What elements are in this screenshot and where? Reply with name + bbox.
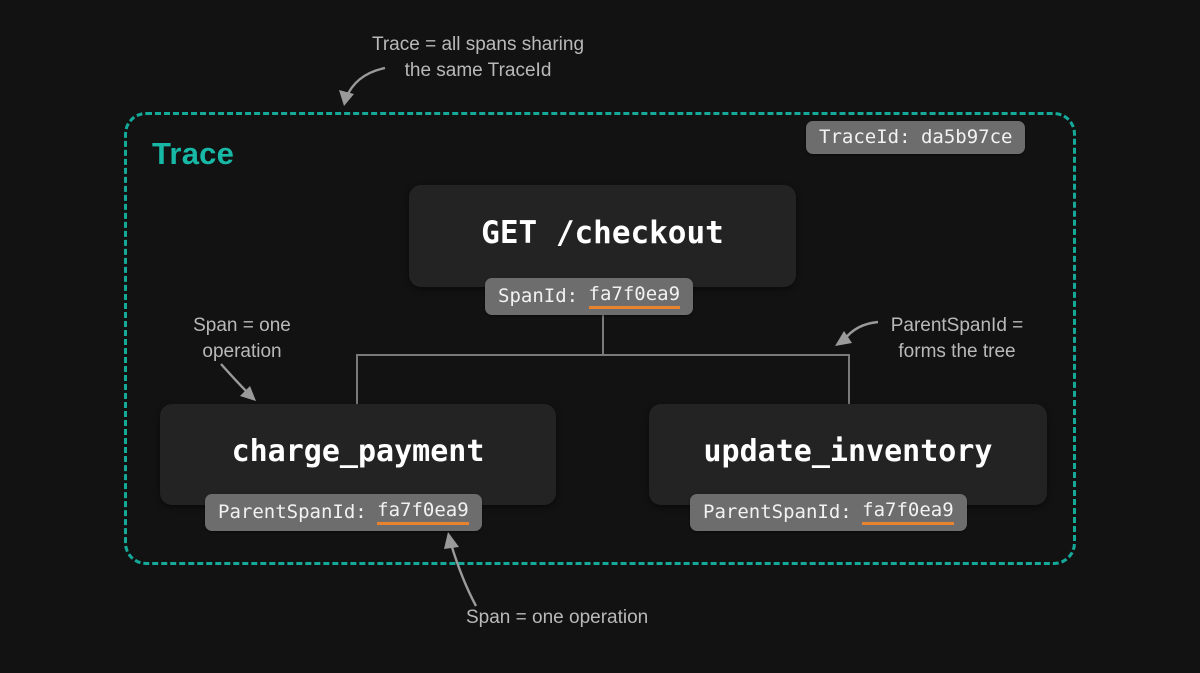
arrow-to-parent-badge-icon: [444, 532, 478, 607]
trace-boundary: [124, 112, 1076, 565]
root-span-id-value: fa7f0ea9: [588, 283, 681, 309]
right-parent-span-id-value: fa7f0ea9: [862, 499, 954, 525]
annotation-span-left: Span = one operation: [193, 315, 291, 362]
left-parent-span-id-label: ParentSpanId:: [218, 501, 367, 523]
span-name-charge-payment: charge_payment: [231, 434, 485, 469]
arrow-to-connector-icon: [835, 320, 879, 346]
right-parent-span-id-label: ParentSpanId:: [703, 501, 852, 523]
left-parent-span-id-value: fa7f0ea9: [377, 499, 469, 525]
connector-right-drop: [848, 354, 850, 406]
arrow-to-charge-payment-icon: [220, 363, 256, 401]
annotation-trace: Trace = all spans sharing the same Trace…: [371, 34, 585, 81]
root-span-id-badge: SpanId: fa7f0ea9: [485, 278, 694, 315]
arrow-to-trace-boundary-icon: [339, 66, 386, 106]
span-name-root: GET /checkout: [481, 215, 724, 251]
trace-id-value: da5b97ce: [920, 126, 1013, 148]
span-box-root: GET /checkout: [409, 185, 796, 287]
annotation-parent-span-id: ParentSpanId = forms the tree: [890, 315, 1024, 362]
root-span-id-label: SpanId:: [498, 285, 579, 307]
annotation-span-bottom: Span = one operation: [466, 607, 649, 628]
span-box-charge-payment: charge_payment: [160, 404, 556, 505]
span-box-update-inventory: update_inventory: [649, 404, 1047, 505]
trace-id-badge: TraceId: da5b97ce: [806, 121, 1026, 154]
connector-horizontal: [356, 354, 850, 356]
left-parent-span-id-badge: ParentSpanId: fa7f0ea9: [205, 494, 482, 531]
span-name-update-inventory: update_inventory: [703, 434, 993, 469]
trace-id-label: TraceId:: [819, 126, 911, 148]
right-parent-span-id-badge: ParentSpanId: fa7f0ea9: [690, 494, 967, 531]
connector-left-drop: [356, 354, 358, 406]
connector-root-stub: [602, 310, 604, 355]
trace-title: Trace: [152, 136, 235, 171]
